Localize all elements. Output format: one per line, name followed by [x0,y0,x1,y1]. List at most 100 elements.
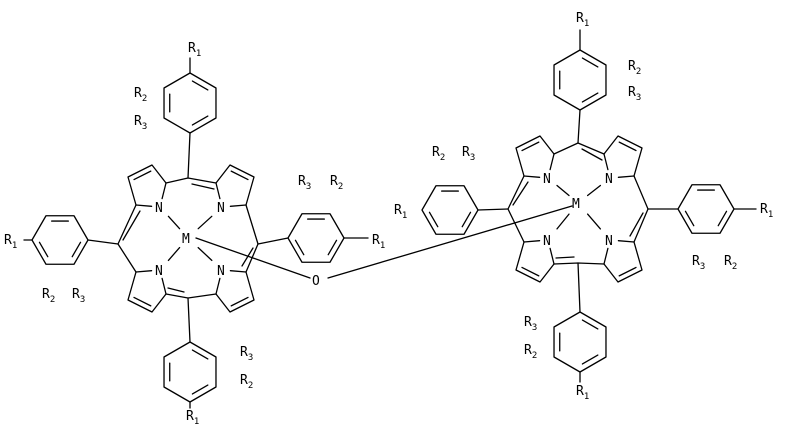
left-aryl-bottom-double [191,384,209,395]
right-aryl-top-double [581,92,599,103]
left-pyrrole-ne-beta-double [230,170,249,181]
oxo-bridge-atom: O [312,274,320,289]
left-meso-double [167,287,185,293]
right-meso-top [553,142,605,155]
left-aryl-right [287,213,345,263]
left-r3-top: R3 [134,114,147,132]
right-meso-bottom [553,262,605,265]
left-pyrrole-nw [127,164,167,206]
right-pyrrole-se-beta-double [618,266,637,277]
left-pyrrole-ne-n-bond [229,204,247,207]
right-pyrrole-sw-beta-double [521,266,540,277]
left-aryl-bottom [163,341,217,403]
left-r1-right: R1 [372,233,385,251]
left-pyrrole-sw [127,271,167,313]
right-meso-double [555,256,575,259]
left-r3-left: R3 [72,287,85,305]
left-n-m-bond [197,246,213,262]
right-meso-double [629,212,644,237]
left-aryl-right-double [327,239,338,256]
left-pyrrole-sw-n-bond [135,270,153,273]
right-pyrrole-ne-beta-double [618,141,637,152]
left-meso-double [241,247,254,267]
right-pyrrole-sw-n-bond [523,240,541,243]
left-pyrrole-ne [215,164,255,206]
right-r3-bottom: R3 [524,315,537,333]
left-pyrrole-nw-n-bond [161,182,167,200]
left-r1-top: R1 [188,41,201,59]
right-pyrrole-ne [603,135,643,177]
right-aryl-bottom [553,311,607,373]
right-r3-top: R3 [628,85,641,103]
right-pyrrole-sw-n-bond [549,247,555,265]
right-pyrrole-ne-n-bond [603,153,609,171]
left-aryl-top-link [187,132,191,179]
right-aryl-left-link [477,208,509,211]
right-pyrrole-se-n-bond [617,240,635,243]
left-meso-left [117,204,137,273]
left-aryl-left-double [71,241,82,258]
right-pyrrole-nw-beta-double [521,141,540,152]
right-n-m-bond [586,213,602,230]
left-pyrrole-nw-beta-double [133,170,152,181]
right-r2-right: R2 [724,254,737,272]
right-r1-left: R1 [394,203,407,221]
right-nitrogen-nw: N [543,172,551,187]
right-meso-left [507,175,525,243]
right-n-m-bond [556,184,570,197]
right-r1-top: R1 [576,11,589,29]
left-pyrrole-sw-beta-double [133,296,152,307]
left-r2-left: R2 [42,287,55,305]
left-pyrrole-se-n-bond [229,270,247,273]
left-meso-right [245,204,259,273]
left-r3-bottom: R3 [240,345,253,363]
right-meso-right [633,175,649,243]
right-metal: M [572,197,580,212]
left-aryl-left-link [87,239,119,245]
left-aryl-right-double [294,239,305,256]
right-r1-right: R1 [760,202,773,220]
right-aryl-right-double [684,210,695,227]
left-pyrrole-nw-n-bond [135,204,153,207]
right-aryl-top [553,49,607,111]
right-meso-double [581,148,603,161]
left-r3-right: R3 [298,174,311,192]
left-metal: M [182,232,190,247]
right-aryl-top-double [581,57,599,68]
right-nitrogen-ne: N [605,172,613,187]
right-aryl-top-link [577,109,581,144]
m-o-bond-right [327,205,573,279]
left-pyrrole-se [215,271,255,313]
right-aryl-bottom-double [581,354,599,365]
left-aryl-bottom-double [191,349,209,360]
right-aryl-bottom-link [577,262,581,313]
right-n-m-bond [556,213,570,230]
right-aryl-right [677,184,735,234]
bond-lines [23,29,757,409]
left-r1-left: R1 [4,233,17,251]
right-pyrrole-nw-n-bond [523,175,541,178]
right-r2-top: R2 [628,59,641,77]
right-pyrrole-se [603,241,643,283]
left-pyrrole-ne-n-bond [215,182,221,200]
left-pyrrole-sw-n-bond [161,277,167,295]
left-pyrrole-se-n-bond [215,277,221,295]
m-o-bond-left [195,237,311,279]
right-aryl-left-double [428,211,439,228]
right-aryl-right-double [717,210,728,227]
right-aryl-left-double [461,211,472,228]
right-aryl-left [421,185,479,235]
left-meso-double [122,210,141,241]
left-aryl-left [31,215,89,265]
right-r2-left: R2 [432,145,445,163]
left-aryl-bottom-link [187,297,191,343]
left-meso-double [191,183,215,190]
right-nitrogen-se: N [605,234,613,249]
right-pyrrole-nw [515,135,555,177]
right-meso-double [512,181,529,206]
left-aryl-top [163,72,217,134]
right-pyrrole-nw-n-bond [549,153,555,171]
left-aryl-top-double [191,80,209,91]
